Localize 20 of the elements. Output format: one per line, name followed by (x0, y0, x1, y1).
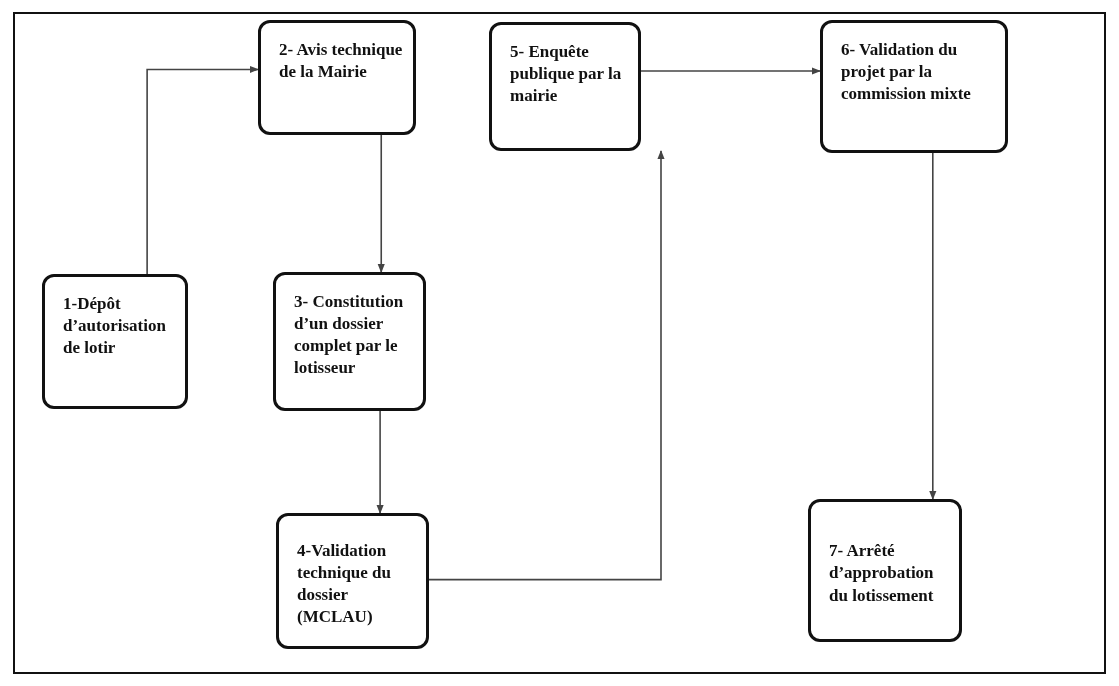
step-text: 1-Dépôt d’autorisation de lotir (63, 293, 167, 360)
step-text: 4-Validation technique du dossier (MCLAU) (297, 539, 392, 629)
step-text: 3- Constitution d’un dossier complet par le lotisseur (294, 291, 405, 380)
process-box (258, 20, 416, 135)
arrow (146, 65, 259, 275)
step-text: 5- Enquête publique par la mairie (510, 41, 623, 108)
arrow (929, 152, 937, 500)
process-box (273, 272, 426, 411)
step-text: 2- Avis technique de la Mairie (279, 39, 403, 84)
step-text: 7- Arrêté d’approbation du lotissement (829, 540, 935, 607)
process-box (808, 499, 962, 642)
process-box (820, 20, 1008, 153)
step-text: 6- Validation du projet par la commission mixte (841, 39, 972, 106)
process-box (42, 274, 188, 409)
arrow (377, 134, 385, 273)
process-box (489, 22, 641, 151)
arrow (428, 150, 665, 581)
arrow (376, 410, 384, 514)
arrow (640, 67, 821, 75)
process-box (276, 513, 429, 649)
